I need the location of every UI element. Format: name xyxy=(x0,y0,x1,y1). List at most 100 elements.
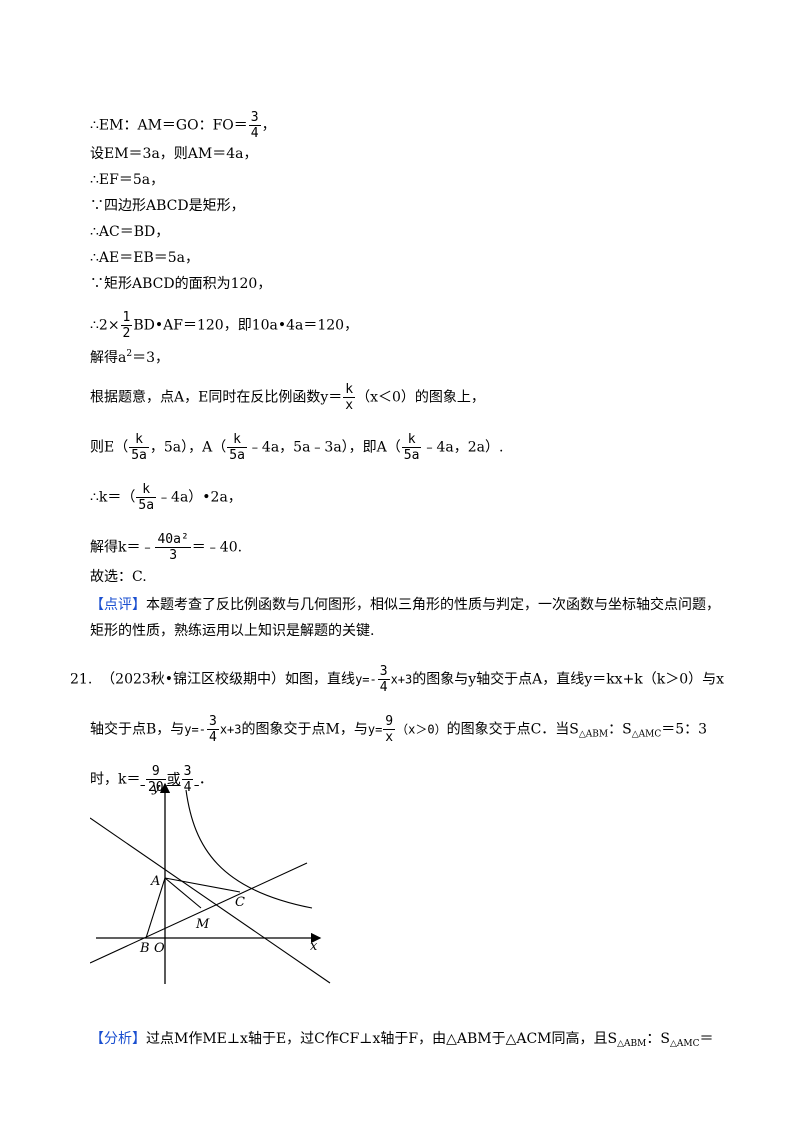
text: x+3 xyxy=(390,672,413,687)
solution-line-4: ∵四边形ABCD是矩形， xyxy=(90,198,245,214)
numerator: k xyxy=(136,482,157,498)
solution-line-7: ∵矩形ABCD的面积为120， xyxy=(90,276,272,292)
solution-line-3: ∴EF＝5a， xyxy=(90,172,165,188)
numerator: k xyxy=(227,432,247,448)
numerator: k xyxy=(343,382,356,398)
text: y=- xyxy=(184,722,206,737)
text: ∴EM：AM＝GO：FO＝ xyxy=(90,117,248,134)
numerator: k xyxy=(401,432,422,448)
text: y=- xyxy=(355,672,377,687)
subscript: △ABM xyxy=(578,729,609,740)
text: ﹣4a，5a﹣3a），即A（ xyxy=(247,439,401,456)
text: ，5a），A（ xyxy=(149,439,227,456)
text: 的图象交于点C．当S xyxy=(446,721,579,738)
denominator: 5a xyxy=(403,448,420,463)
denominator: 20 xyxy=(147,780,164,795)
denominator: 5a xyxy=(138,498,155,513)
point-A-label: A xyxy=(150,874,160,889)
text: BD•AF＝120，即10a•4a＝120， xyxy=(133,317,359,334)
subscript: △AMC xyxy=(631,729,662,740)
numerator: 1 xyxy=(120,310,133,326)
denominator: 5a xyxy=(229,448,245,463)
denominator: 3 xyxy=(169,548,178,563)
solution-line-6: ∴AE＝EB＝5a， xyxy=(90,250,199,266)
text: （2023秋•锦江区校级期中）如图，直线 xyxy=(101,671,356,688)
text: （x＞0） xyxy=(396,722,447,737)
text: ＝5：3 xyxy=(661,721,708,738)
denominator: 2 xyxy=(122,326,131,341)
denominator: x xyxy=(385,730,394,745)
numerator: 3 xyxy=(181,764,194,780)
numerator: k xyxy=(129,432,149,448)
denominator: 4 xyxy=(379,680,388,695)
text: x+3 xyxy=(219,722,242,737)
text: y= xyxy=(367,722,383,737)
text: 根据题意，点A，E同时在反比例函数y＝ xyxy=(90,389,343,406)
denominator: 4 xyxy=(208,730,217,745)
x-axis-label: x xyxy=(310,939,318,954)
solution-line-9: 解得a2＝3， xyxy=(90,345,169,367)
numerator: 3 xyxy=(377,664,390,680)
solution-line-14: 故选：C. xyxy=(90,569,147,585)
superscript: 2 xyxy=(126,349,133,359)
numerator: 3 xyxy=(248,110,261,126)
analysis-tag: 【分析】 xyxy=(90,1031,146,1047)
point-M-label: M xyxy=(195,917,210,932)
solution-line-2: 设EM＝3a，则AM＝4a， xyxy=(90,146,258,162)
subscript: △ABM xyxy=(617,1039,647,1049)
text: 解得a xyxy=(90,350,127,366)
text: ：S xyxy=(646,1031,670,1047)
point-B-label: B xyxy=(139,941,150,956)
text: ﹣4a）•2a， xyxy=(157,489,242,506)
text: （x＜0）的图象上， xyxy=(356,389,485,406)
text: ﹣4a，2a）. xyxy=(422,439,504,456)
denominator: x xyxy=(345,398,354,413)
numerator: 3 xyxy=(206,714,219,730)
comment-line-2: 矩形的性质，熟练运用以上知识是解题的关键. xyxy=(90,623,375,639)
segment-AM xyxy=(164,877,202,909)
text: ＝3， xyxy=(132,350,170,366)
segment-AC xyxy=(164,877,241,893)
text: ＝﹣40. xyxy=(191,539,243,556)
text: 的图象交于点M，与 xyxy=(241,721,368,738)
numerator: 9 xyxy=(145,764,166,780)
text: ∴2× xyxy=(90,317,120,334)
text: 则E（ xyxy=(90,439,129,456)
numerator: 40a² xyxy=(155,532,191,548)
denominator: 5a xyxy=(131,448,147,463)
subscript: △AMC xyxy=(669,1039,700,1049)
segment-AB xyxy=(145,877,166,939)
numerator: 9 xyxy=(383,714,396,730)
question-number: 21. xyxy=(70,671,93,688)
hyperbola-9-over-x xyxy=(185,789,313,909)
figure-coordinate-graph: y x A B O M C xyxy=(90,781,331,984)
line-y-kx-plus-k xyxy=(90,862,308,964)
text: 解得k＝﹣ xyxy=(90,539,155,556)
text: 轴交于点B，与 xyxy=(90,721,185,738)
text: 本题考查了反比例函数与几何图形，相似三角形的性质与判定，一次函数与坐标轴交点问题… xyxy=(146,597,720,613)
text: ：S xyxy=(608,721,632,738)
comment-tag: 【点评】 xyxy=(90,597,146,613)
text: ． xyxy=(198,771,213,788)
text: ， xyxy=(261,117,276,134)
denominator: 4 xyxy=(183,780,192,795)
denominator: 4 xyxy=(250,126,259,141)
comment-line-1: 【点评】本题考查了反比例函数与几何图形，相似三角形的性质与判定，一次函数与坐标轴… xyxy=(90,596,720,614)
